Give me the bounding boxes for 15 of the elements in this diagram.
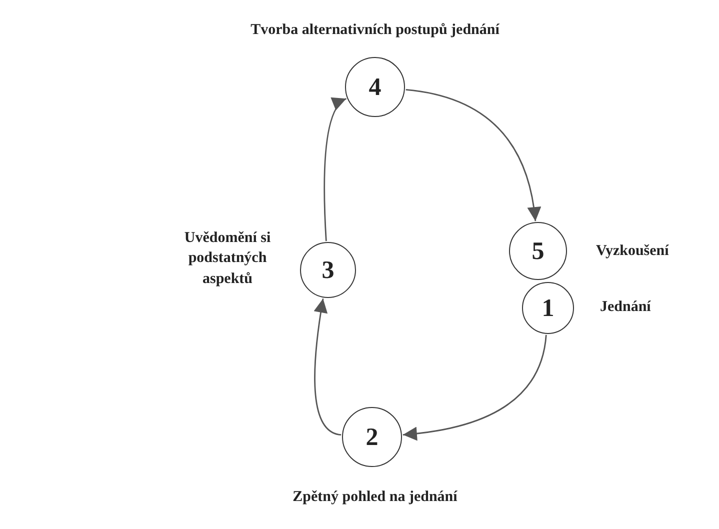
step-number: 5 — [532, 238, 544, 264]
step-label: Tvorba alternativních postupů jednání — [250, 21, 500, 40]
arrow — [406, 88, 541, 222]
step-number: 4 — [368, 74, 382, 100]
step-label: Vyzkoušení — [596, 242, 670, 261]
arrow — [324, 98, 347, 242]
step-label: Jednání — [600, 298, 652, 317]
step-number: 3 — [322, 258, 334, 282]
step-number: 1 — [542, 296, 554, 320]
arrow — [402, 334, 547, 440]
step-circle — [522, 282, 574, 334]
step-number: 2 — [366, 424, 378, 450]
step-label: Zpětný pohled na jednání — [292, 488, 458, 507]
step-label: Uvědomění si podstatných aspektů — [183, 229, 272, 288]
arrow — [314, 298, 342, 436]
